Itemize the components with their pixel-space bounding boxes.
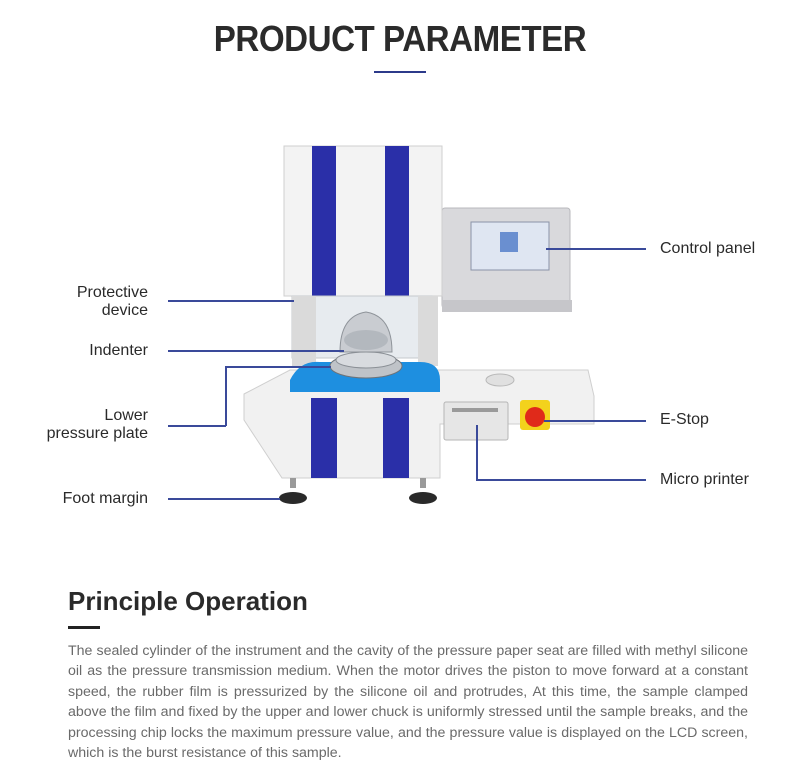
leader-printer-v bbox=[476, 425, 478, 479]
title-underline bbox=[374, 71, 426, 73]
base-stripe-right bbox=[383, 398, 409, 478]
leader-foot bbox=[168, 498, 280, 500]
leader-protective bbox=[168, 300, 294, 302]
label-estop: E-Stop bbox=[660, 411, 709, 428]
machine-illustration bbox=[243, 145, 595, 504]
section-underline bbox=[68, 626, 100, 629]
label-indenter: Indenter bbox=[89, 342, 148, 359]
leader-indenter bbox=[168, 350, 344, 352]
leader-printer-h bbox=[476, 479, 646, 481]
principle-text: The sealed cylinder of the instrument an… bbox=[68, 643, 748, 762]
section-title: Principle Operation bbox=[68, 586, 308, 616]
leader-lower-h bbox=[168, 425, 226, 427]
estop-button bbox=[525, 407, 545, 427]
leader-lower-h2 bbox=[225, 366, 331, 368]
foot-left bbox=[279, 492, 307, 504]
leader-estop bbox=[544, 420, 646, 422]
label-lower-line2: pressure plate bbox=[46, 425, 148, 442]
window-pillar-left bbox=[292, 296, 316, 366]
leader-control-panel bbox=[546, 248, 646, 250]
label-foot-margin: Foot margin bbox=[62, 490, 148, 507]
upper-stripe-left bbox=[312, 146, 336, 296]
label-control-panel: Control panel bbox=[660, 240, 756, 257]
upper-stripe-right bbox=[385, 146, 409, 296]
label-lower-line1: Lower bbox=[104, 407, 148, 424]
base-stripe-left bbox=[311, 398, 337, 478]
label-protective-line2: device bbox=[101, 302, 148, 319]
upper-cover bbox=[283, 145, 443, 297]
screen-logo bbox=[500, 232, 518, 252]
foot-right bbox=[409, 492, 437, 504]
leader-lower-v bbox=[225, 366, 227, 426]
label-protective-device: Protective device bbox=[30, 284, 148, 320]
label-lower-plate: Lower pressure plate bbox=[30, 407, 148, 443]
window-pillar-right bbox=[418, 296, 438, 366]
panel-base bbox=[442, 300, 572, 312]
label-micro-printer: Micro printer bbox=[660, 471, 749, 488]
page-title: PRODUCT PARAMETER bbox=[213, 18, 587, 59]
label-protective-line1: Protective bbox=[76, 284, 148, 301]
